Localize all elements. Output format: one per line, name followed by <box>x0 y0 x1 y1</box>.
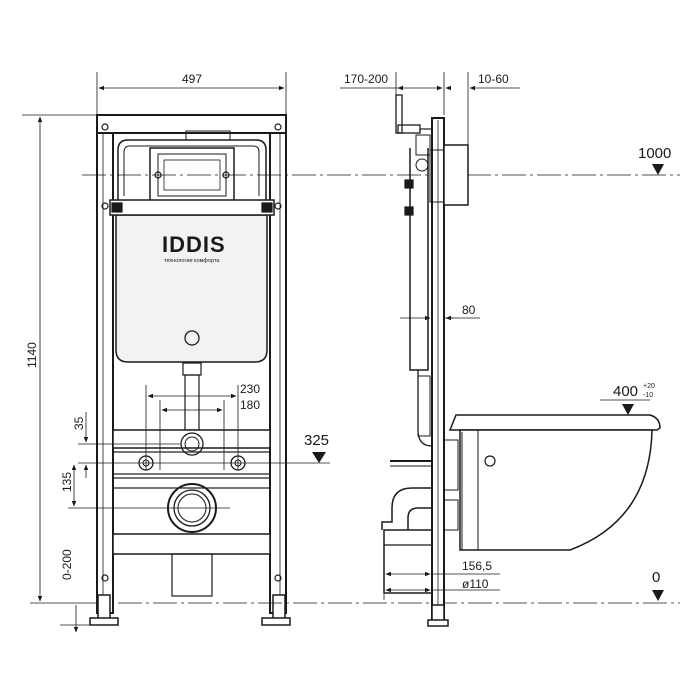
toilet-bowl <box>459 429 653 551</box>
dim-156-5: 156,5 <box>462 559 492 573</box>
dim-180: 180 <box>240 398 260 412</box>
left-foot <box>97 594 111 621</box>
middle-crossbar <box>112 429 271 449</box>
dim-foot-adjust: 0-200 <box>60 549 74 580</box>
dim-135: 135 <box>60 472 74 492</box>
dim-230: 230 <box>240 382 260 396</box>
cistern-inlet <box>184 330 200 346</box>
dimension-labels: 497 1140 230 180 35 135 0-200 325 170-20… <box>25 72 671 591</box>
dim-wall-offset: 10-60 <box>478 72 509 86</box>
top-crossbar <box>96 114 287 134</box>
level-400-tol-minus: -10 <box>643 392 653 399</box>
front-view <box>89 114 291 626</box>
dim-height: 1140 <box>25 342 39 368</box>
side-dimensions <box>340 72 650 600</box>
cistern-tank <box>115 214 268 363</box>
level-marker-1000 <box>652 164 664 175</box>
button-opening <box>149 147 235 204</box>
mount-hole <box>101 123 109 131</box>
left-upright <box>96 114 114 614</box>
front-dimensions <box>22 72 680 633</box>
right-upright <box>269 114 287 614</box>
level-400-tol-plus: +20 <box>643 383 655 390</box>
level-marker-400 <box>622 404 634 415</box>
right-foot <box>272 594 286 621</box>
toilet-seat <box>448 414 661 431</box>
level-0: 0 <box>652 569 660 586</box>
logo-tagline: технологии комфорта <box>164 258 220 264</box>
level-400: 400 <box>613 383 638 400</box>
dim-depth: 170-200 <box>344 72 388 86</box>
mount-hole <box>274 123 282 131</box>
level-325: 325 <box>304 432 329 449</box>
level-markers <box>312 164 664 601</box>
level-marker-325 <box>312 452 326 463</box>
side-view <box>381 94 661 627</box>
dim-35: 35 <box>72 416 86 430</box>
cistern-side <box>409 148 429 371</box>
logo-text: IDDIS <box>162 232 226 257</box>
bottom-crossbar <box>112 533 271 555</box>
dim-80: 80 <box>462 303 476 317</box>
dim-110: ø110 <box>462 577 489 591</box>
button-housing <box>443 144 469 206</box>
brand-logo: IDDIS технологии комфорта <box>162 232 226 264</box>
level-marker-0 <box>652 590 664 601</box>
dim-width: 497 <box>182 72 202 86</box>
drain-elbow <box>383 529 433 594</box>
flush-pipe <box>184 374 200 431</box>
level-1000: 1000 <box>638 145 671 162</box>
